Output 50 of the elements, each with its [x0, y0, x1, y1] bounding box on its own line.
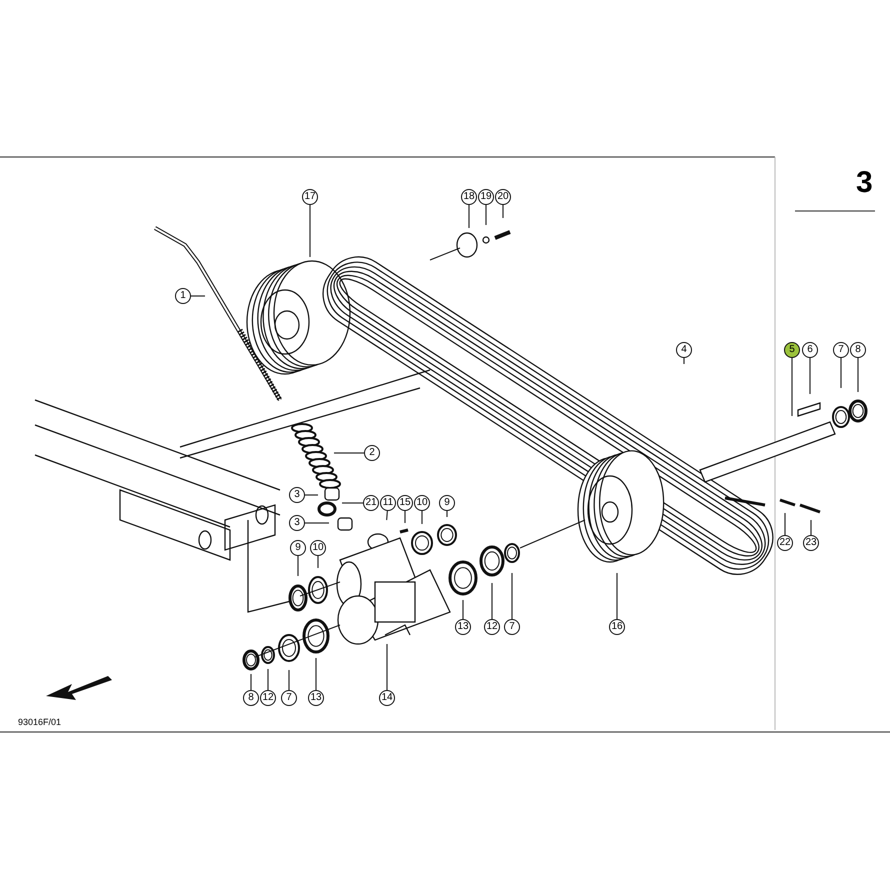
- callout-number: 22: [777, 535, 793, 551]
- callout-number: 4: [676, 342, 692, 358]
- callout-number: 5: [784, 342, 800, 358]
- callout-number: 11: [380, 495, 396, 511]
- callout-number: 12: [260, 690, 276, 706]
- callout-number: 8: [850, 342, 866, 358]
- callout-number: 23: [803, 535, 819, 551]
- leader-line: [462, 600, 464, 620]
- leader-line: [342, 502, 364, 504]
- leader-line: [288, 670, 290, 690]
- callout-number: 9: [439, 495, 455, 511]
- callout-number: 3: [289, 515, 305, 531]
- callout-number: 3: [289, 487, 305, 503]
- callout-number: 8: [243, 690, 259, 706]
- page-number: 3: [856, 168, 873, 198]
- leader-line: [334, 452, 364, 454]
- callout-number: 19: [478, 189, 494, 205]
- callout-number: 21: [363, 495, 379, 511]
- callout-number: 14: [379, 690, 395, 706]
- callout-number: 7: [281, 690, 297, 706]
- leader-line: [304, 522, 330, 524]
- leader-line: [840, 358, 842, 388]
- callout-number: 6: [802, 342, 818, 358]
- leader-line: [784, 512, 786, 536]
- leader-line: [304, 494, 318, 496]
- callout-number: 9: [290, 540, 306, 556]
- callout-number: 20: [495, 189, 511, 205]
- leader-line: [810, 520, 812, 536]
- callout-number: 17: [302, 189, 318, 205]
- callout-number: 2: [364, 445, 380, 461]
- callout-number: 15: [397, 495, 413, 511]
- leader-line: [468, 204, 470, 228]
- callout-number: 1: [175, 288, 191, 304]
- callout-number: 13: [308, 690, 324, 706]
- callout-number: 13: [455, 619, 471, 635]
- leader-line: [386, 510, 388, 521]
- leader-line: [404, 510, 406, 524]
- leader-line: [446, 510, 448, 518]
- drawing-number: 93016F/01: [18, 718, 62, 727]
- callout-number: 10: [414, 495, 430, 511]
- callout-number: 7: [504, 619, 520, 635]
- leader-line: [616, 572, 618, 620]
- callout-number: 7: [833, 342, 849, 358]
- leader-line: [502, 204, 504, 218]
- callout-number: 18: [461, 189, 477, 205]
- leader-line: [250, 674, 252, 690]
- callout-number: 12: [484, 619, 500, 635]
- leader-line: [386, 644, 388, 690]
- callout-number: 16: [609, 619, 625, 635]
- callout-number: 10: [310, 540, 326, 556]
